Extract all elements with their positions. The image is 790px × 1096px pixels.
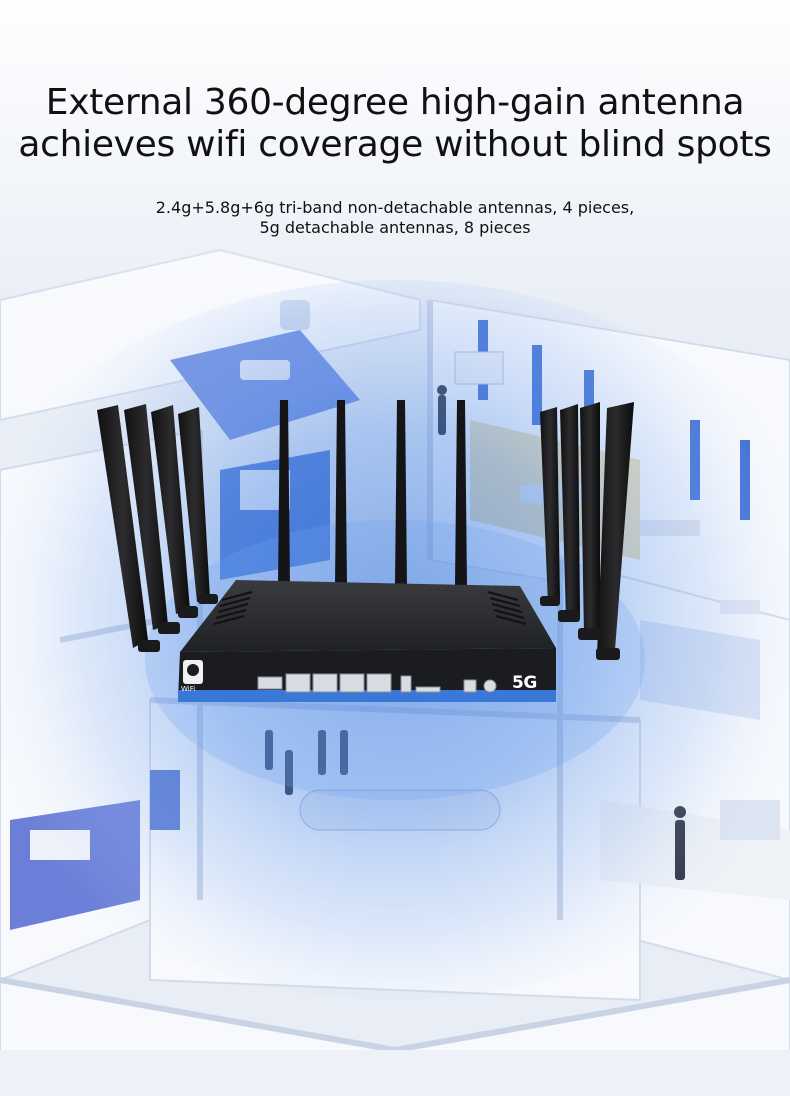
- 5g-badge: 5G: [512, 673, 537, 693]
- headline-line-2: achieves wifi coverage without blind spo…: [18, 124, 772, 165]
- wifi-logo-text: WiFi: [181, 685, 196, 693]
- router-illustration: [97, 400, 634, 702]
- subheadline-line-2: 5g detachable antennas, 8 pieces: [259, 218, 531, 237]
- subheadline: 2.4g+5.8g+6g tri-band non-detachable ant…: [0, 198, 790, 238]
- headline: External 360-degree high-gain antenna ac…: [0, 82, 790, 166]
- headline-line-1: External 360-degree high-gain antenna: [45, 82, 745, 123]
- subheadline-line-1: 2.4g+5.8g+6g tri-band non-detachable ant…: [155, 198, 635, 217]
